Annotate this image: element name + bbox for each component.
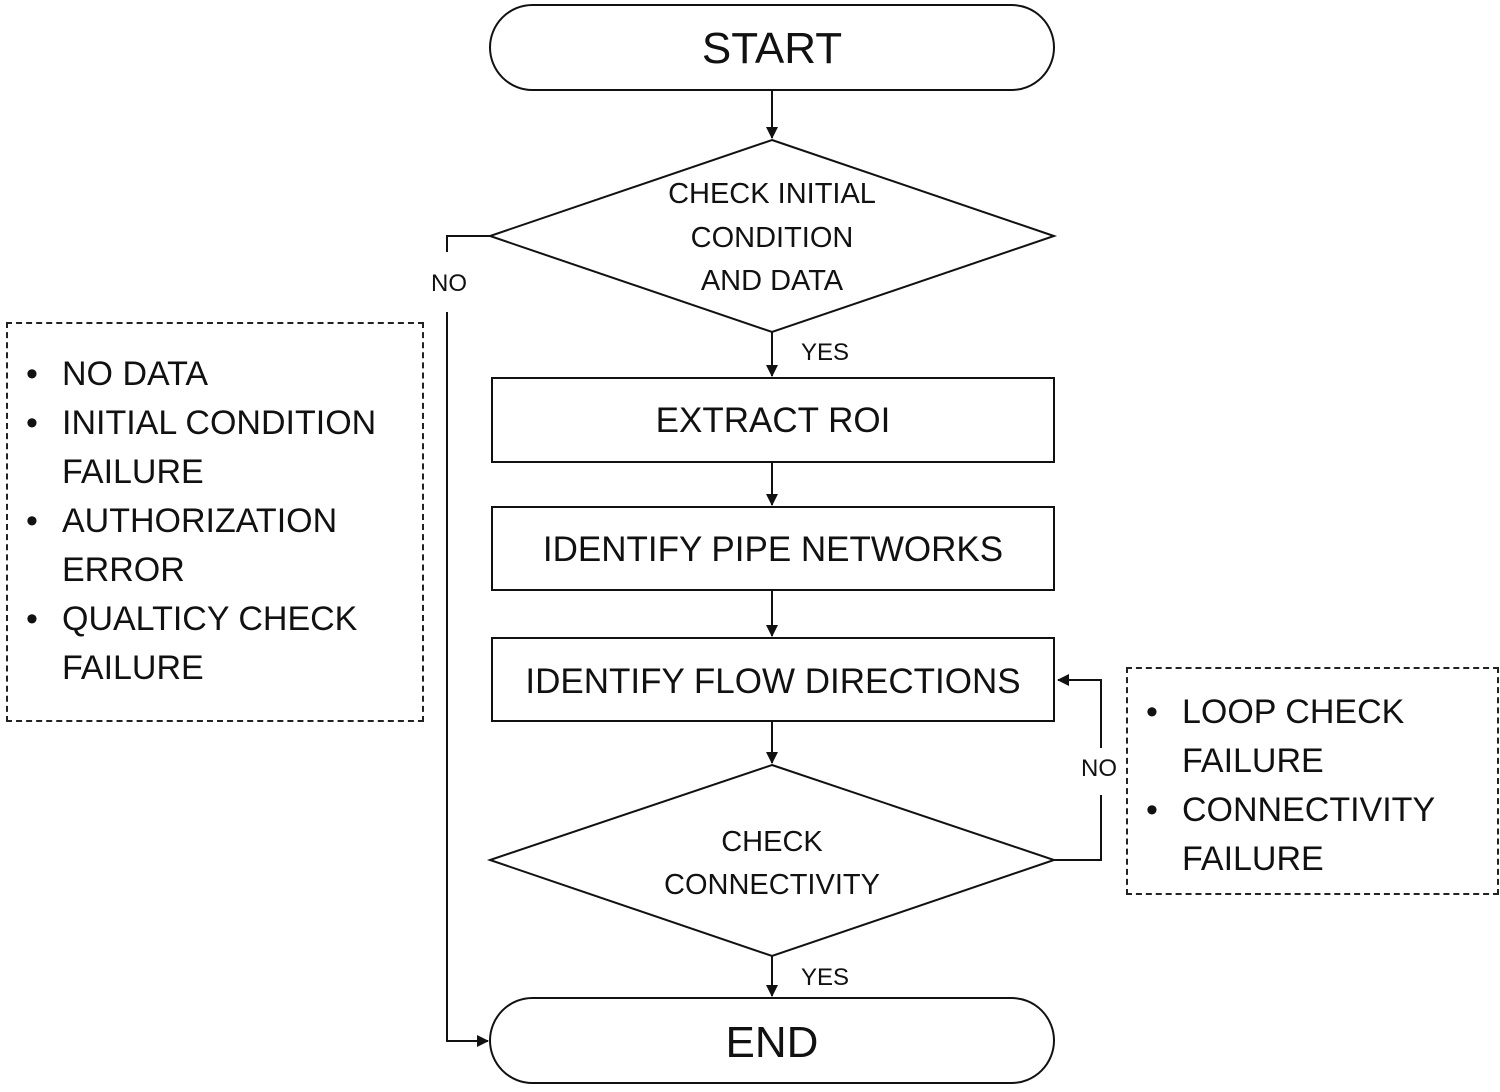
note-item: • LOOP CHECK FAILURE bbox=[1128, 688, 1497, 786]
arrow-initial-no-to-end-lower bbox=[446, 312, 489, 1047]
start-label: START bbox=[702, 24, 842, 73]
note-text: AUTHORIZATION bbox=[62, 502, 338, 540]
bullet-icon: • bbox=[26, 600, 38, 638]
bullet-icon: • bbox=[26, 355, 38, 393]
check-initial-label-line1: CHECK INITIAL bbox=[668, 178, 876, 210]
identify-flow-label: IDENTIFY FLOW DIRECTIONS bbox=[525, 662, 1020, 701]
identify-pipe-box bbox=[491, 506, 1055, 591]
check-initial-label-line2: CONDITION bbox=[691, 222, 854, 254]
note-text: FAILURE bbox=[1182, 840, 1324, 878]
initial-failure-list: • NO DATA • INITIAL CONDITION FAILURE • … bbox=[8, 350, 422, 693]
note-text: INITIAL CONDITION bbox=[62, 404, 377, 442]
initial-yes-label: YES bbox=[801, 339, 849, 366]
note-item: • INITIAL CONDITION FAILURE bbox=[8, 399, 422, 497]
connectivity-no-label: NO bbox=[1081, 755, 1117, 782]
arrow-connectivity-no-lower bbox=[1054, 795, 1102, 861]
connectivity-failure-list: • LOOP CHECK FAILURE • CONNECTIVITY FAIL… bbox=[1128, 688, 1497, 884]
connectivity-yes-label: YES bbox=[801, 964, 849, 991]
arrow-initial-no-to-end bbox=[446, 235, 490, 252]
initial-no-label: NO bbox=[431, 270, 467, 297]
end-terminator bbox=[489, 997, 1055, 1084]
check-connectivity-label-line1: CHECK bbox=[721, 826, 823, 858]
note-item: • NO DATA bbox=[8, 350, 422, 399]
note-text: CONNECTIVITY bbox=[1182, 791, 1436, 829]
check-initial-label-line3: AND DATA bbox=[701, 265, 844, 297]
note-text: FAILURE bbox=[1182, 742, 1324, 780]
connectivity-failure-notes: • LOOP CHECK FAILURE • CONNECTIVITY FAIL… bbox=[1126, 667, 1499, 895]
note-item: • QUALTICY CHECK FAILURE bbox=[8, 595, 422, 693]
note-text: NO DATA bbox=[62, 355, 209, 393]
note-item: • AUTHORIZATION ERROR bbox=[8, 497, 422, 595]
check-connectivity-label-line2: CONNECTIVITY bbox=[664, 869, 880, 901]
identify-pipe-label: IDENTIFY PIPE NETWORKS bbox=[543, 530, 1003, 569]
bullet-icon: • bbox=[26, 502, 38, 540]
arrow-connectivity-no-upper bbox=[1057, 674, 1102, 748]
check-connectivity-decision bbox=[486, 763, 1058, 958]
note-text: LOOP CHECK bbox=[1182, 693, 1405, 731]
note-text: FAILURE bbox=[62, 453, 204, 491]
end-label: END bbox=[726, 1018, 819, 1067]
note-text: ERROR bbox=[62, 551, 185, 589]
bullet-icon: • bbox=[26, 404, 38, 442]
bullet-icon: • bbox=[1146, 693, 1158, 731]
note-text: QUALTICY CHECK bbox=[62, 600, 358, 638]
note-text: FAILURE bbox=[62, 649, 204, 687]
bullet-icon: • bbox=[1146, 791, 1158, 829]
initial-failure-notes: • NO DATA • INITIAL CONDITION FAILURE • … bbox=[6, 322, 424, 722]
identify-flow-box bbox=[491, 637, 1055, 722]
extract-roi-box bbox=[491, 377, 1055, 463]
extract-roi-label: EXTRACT ROI bbox=[656, 401, 891, 440]
note-item: • CONNECTIVITY FAILURE bbox=[1128, 786, 1497, 884]
